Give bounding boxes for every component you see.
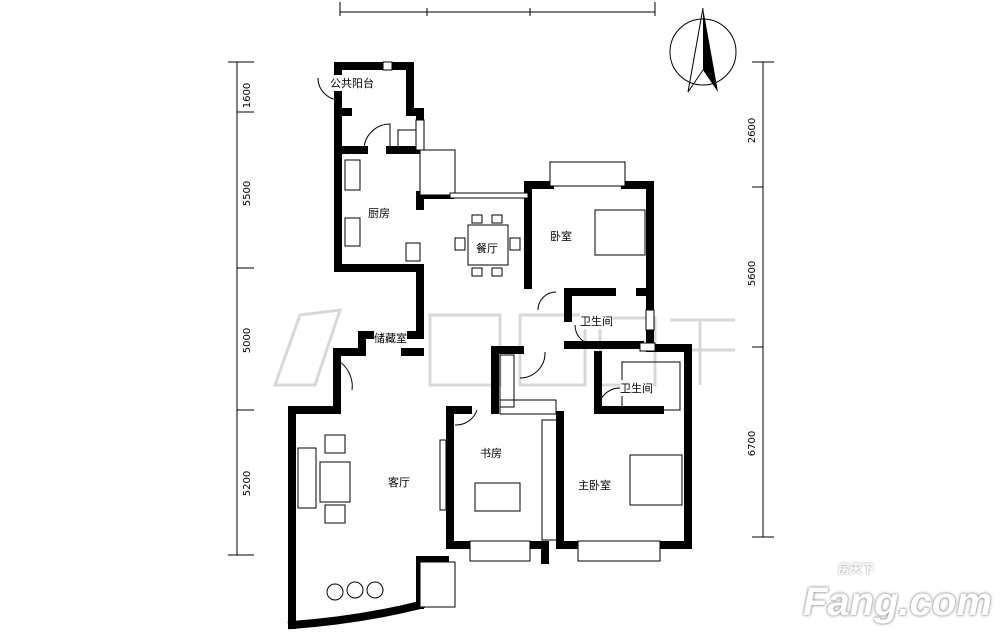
wardrobe-icon — [541, 419, 559, 541]
room-label-kitchen: 厨房 — [368, 205, 390, 221]
room-label-bedroom: 卧室 — [550, 228, 572, 244]
desk-icon — [474, 482, 521, 512]
dim-left-1: 1600 — [242, 82, 254, 109]
doors — [317, 77, 621, 426]
furniture — [297, 129, 683, 601]
left-dimension-line — [228, 61, 254, 556]
room-label-bathroom-1: 卫生间 — [580, 313, 613, 329]
sink-icon — [344, 159, 361, 191]
fang-logo: Fang.com — [803, 580, 992, 624]
top-dimension-line — [339, 2, 656, 16]
dining-table-icon — [467, 224, 509, 266]
dim-right-2: 5600 — [747, 260, 759, 287]
dim-left-3: 5000 — [242, 327, 254, 354]
coffee-table-icon — [319, 461, 351, 503]
room-label-dining: 餐厅 — [476, 240, 498, 256]
room-label-living: 客厅 — [388, 474, 410, 490]
north-arrow-icon — [669, 7, 737, 93]
windows — [382, 61, 661, 608]
right-dimension-line — [752, 61, 774, 538]
fang-logo-cn: 房天下 — [838, 562, 875, 576]
bed-icon — [594, 209, 646, 256]
sofa-icon — [297, 447, 317, 509]
master-bed-icon — [629, 454, 683, 506]
room-label-storage: 储藏室 — [374, 330, 407, 346]
dim-right-3: 6700 — [747, 430, 759, 457]
dim-left-2: 5500 — [242, 180, 254, 207]
room-label-master-bedroom: 主卧室 — [578, 477, 611, 493]
room-label-public-balcony: 公共阳台 — [330, 75, 374, 91]
dim-left-4: 5200 — [242, 470, 254, 497]
dim-right-1: 2600 — [747, 117, 759, 144]
room-label-study: 书房 — [480, 445, 502, 461]
room-label-bathroom-2: 卫生间 — [620, 380, 653, 396]
washer-icon — [397, 129, 417, 149]
stove-icon — [344, 217, 361, 247]
